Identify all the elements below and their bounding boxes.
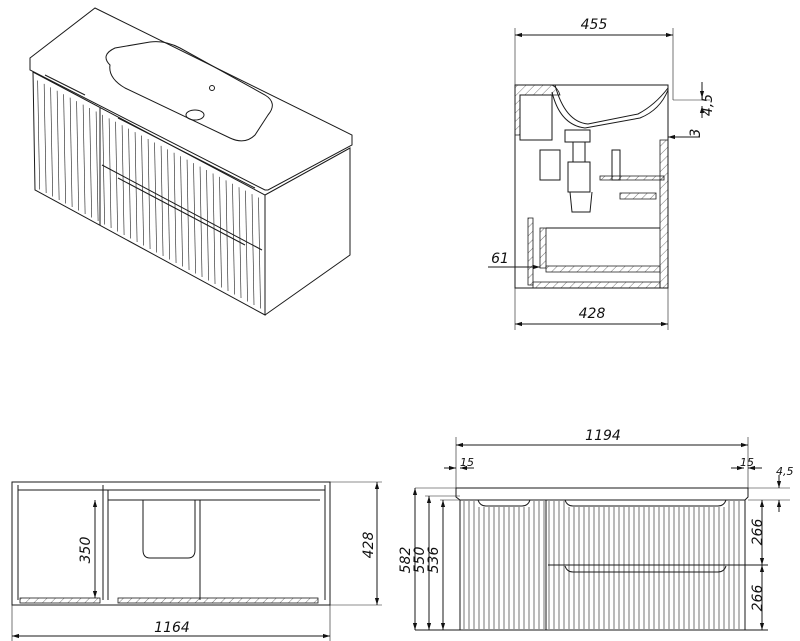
dim-4-5-side: 4,5: [700, 94, 716, 116]
dim-428-side: 428: [579, 306, 606, 322]
flute-line: [56, 90, 60, 201]
flute-line: [141, 135, 144, 246]
flute-line: [82, 104, 86, 215]
dim-428-plan: 428: [361, 532, 377, 559]
flute-line: [225, 180, 229, 292]
dim-582: 582: [398, 547, 414, 574]
basin: [105, 41, 273, 142]
dim-15-right: 15: [740, 456, 754, 469]
flute-line: [121, 125, 125, 236]
flute-line: [102, 114, 105, 225]
dim-266-upper: 266: [750, 519, 766, 546]
flute-line: [245, 190, 248, 302]
flute-line: [154, 142, 157, 253]
flute-line: [238, 187, 242, 299]
dim-1194: 1194: [585, 428, 621, 444]
flute-line: [50, 87, 53, 197]
flute-line: [69, 97, 73, 208]
isometric-view: [29, 7, 353, 316]
drain: [185, 109, 205, 121]
flute-line: [206, 169, 209, 281]
flute-line: [212, 173, 216, 285]
flute-line: [134, 132, 138, 243]
plan-section-view: 350 428 1164: [11, 481, 382, 641]
flute-line: [37, 80, 40, 190]
flute-line: [147, 139, 151, 250]
flute-line: [89, 108, 92, 218]
countertop-front: [455, 487, 749, 501]
flute-line: [186, 159, 190, 271]
dim-61: 61: [491, 251, 509, 267]
dim-15-left: 15: [460, 456, 474, 469]
tap-hole: [209, 85, 215, 91]
dim-536: 536: [426, 547, 442, 574]
flute-line: [219, 176, 222, 288]
flute-line: [180, 156, 183, 267]
flute-line: [95, 111, 99, 222]
flute-line: [43, 83, 47, 194]
side-panel: [264, 147, 351, 316]
flute-line: [115, 121, 118, 232]
side-section-view: 455 4,5 3 61 428: [488, 17, 716, 330]
flute-line: [167, 149, 170, 260]
dim-4-5-front: 4,5: [776, 465, 794, 478]
flute-line: [160, 145, 164, 257]
flute-line: [108, 118, 112, 229]
front-elevation-view: 1194 15 15 582 550 536 4,5 266 266: [398, 428, 794, 631]
dim-455: 455: [581, 17, 608, 33]
dim-1164: 1164: [154, 620, 190, 636]
flute-line: [63, 94, 66, 204]
dim-350: 350: [78, 537, 94, 564]
flute-line: [199, 166, 203, 278]
countertop: [29, 7, 353, 191]
flute-line: [173, 152, 177, 264]
flute-line: [193, 163, 196, 274]
dim-3: 3: [688, 129, 704, 138]
flute-line: [251, 194, 255, 306]
flute-line: [76, 101, 79, 211]
flute-line: [258, 197, 261, 309]
dim-266-lower: 266: [750, 585, 766, 612]
flute-line: [232, 183, 235, 295]
flute-line: [128, 128, 131, 239]
dim-550: 550: [412, 547, 428, 574]
